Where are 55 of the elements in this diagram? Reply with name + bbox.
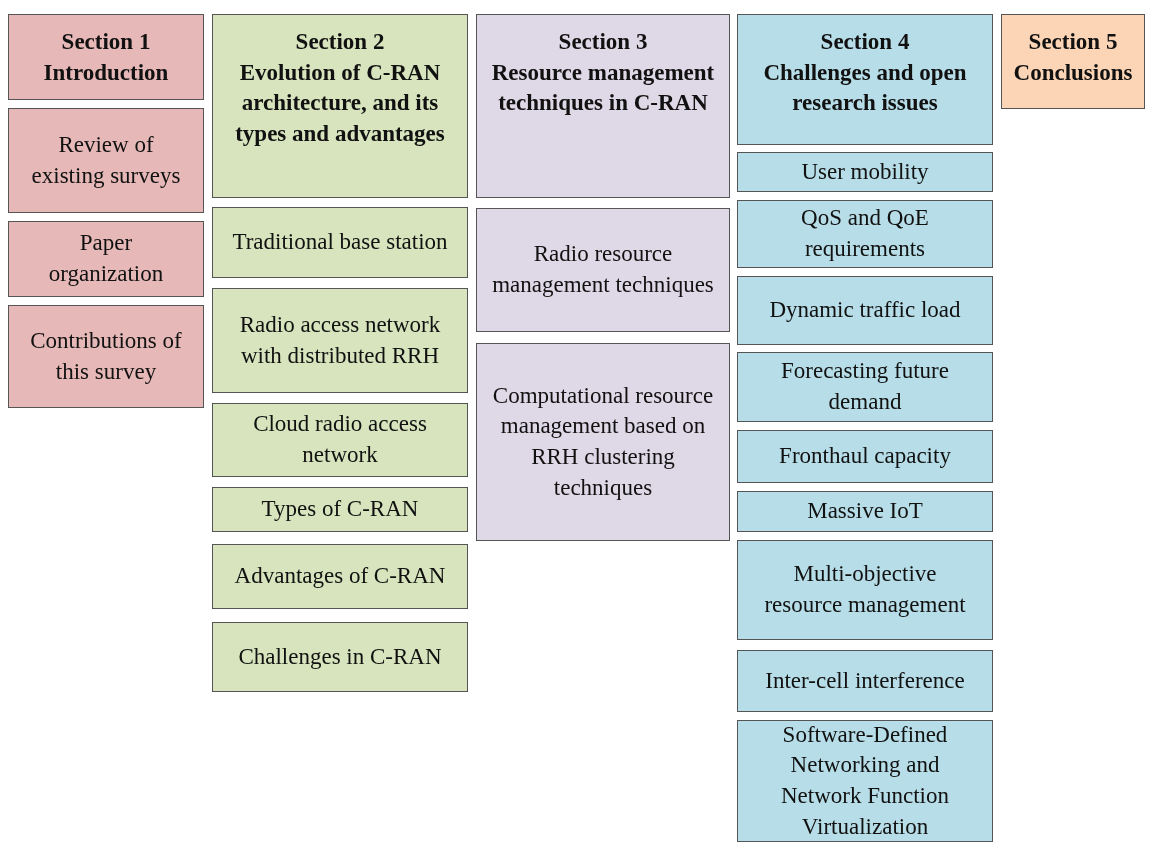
section-header-box [212,14,468,198]
topic-box [737,720,993,842]
topic-box [737,491,993,532]
section-header-box [476,14,730,198]
topic-label: Dynamic traffic load [769,296,961,325]
section-heading: Introduction [43,58,169,87]
section-heading: Section 4 [820,28,910,56]
topic-box [737,152,993,192]
section-heading: Section 5 [1028,28,1118,56]
section-header-box [737,14,993,145]
topic-box [8,108,204,213]
topic-box [8,305,204,408]
topic-box [212,622,468,692]
topic-box [737,276,993,345]
topic-box [212,544,468,609]
topic-box [737,200,993,268]
section-header-box [1001,14,1145,109]
section-heading: Section 1 [61,28,151,56]
topic-box [737,430,993,483]
topic-box [212,487,468,532]
topic-label: Paper organization [47,229,165,288]
topic-label: Computational resource management based on RRH clustering techniques [491,381,715,502]
topic-label: QoS and QoE requirements [800,204,930,263]
section-header-box [8,14,204,100]
topic-label: Challenges in C-RAN [238,642,442,671]
section-heading: Resource management techniques in C-RAN [490,58,716,118]
section-heading: Challenges and open research issues [762,58,968,118]
section-heading: Conclusions [1013,58,1133,87]
section-heading: Section 3 [558,28,648,56]
topic-label: Types of C-RAN [261,495,419,524]
topic-label: Radio resource management techniques [491,240,715,299]
topic-label: Advantages of C-RAN [234,562,446,591]
topic-label: Software-Defined Networking and Network Function Virtualization [780,720,950,841]
topic-label: Review of existing surveys [30,130,182,190]
topic-box [8,221,204,297]
topic-box [737,352,993,422]
topic-box [212,403,468,477]
topic-label: Cloud radio access network [252,410,428,469]
topic-box [737,540,993,640]
topic-label: Traditional base station [232,228,448,257]
section-heading: Section 2 [295,28,385,56]
topic-label: Radio access network with distributed RRH [238,310,442,370]
topic-label: Forecasting future demand [780,357,950,416]
section-heading: Evolution of C-RAN architecture, and its types and advantages [234,58,446,148]
topic-box [212,288,468,393]
topic-label: User mobility [801,157,929,186]
topic-box [737,650,993,712]
topic-box [476,343,730,541]
topic-box [212,207,468,278]
topic-label: Multi-objective resource management [763,560,967,619]
topic-label: Fronthaul capacity [779,442,951,471]
topic-box [476,208,730,332]
topic-label: Contributions of this survey [29,326,183,386]
topic-label: Massive IoT [807,497,923,526]
topic-label: Inter-cell interference [765,666,965,695]
